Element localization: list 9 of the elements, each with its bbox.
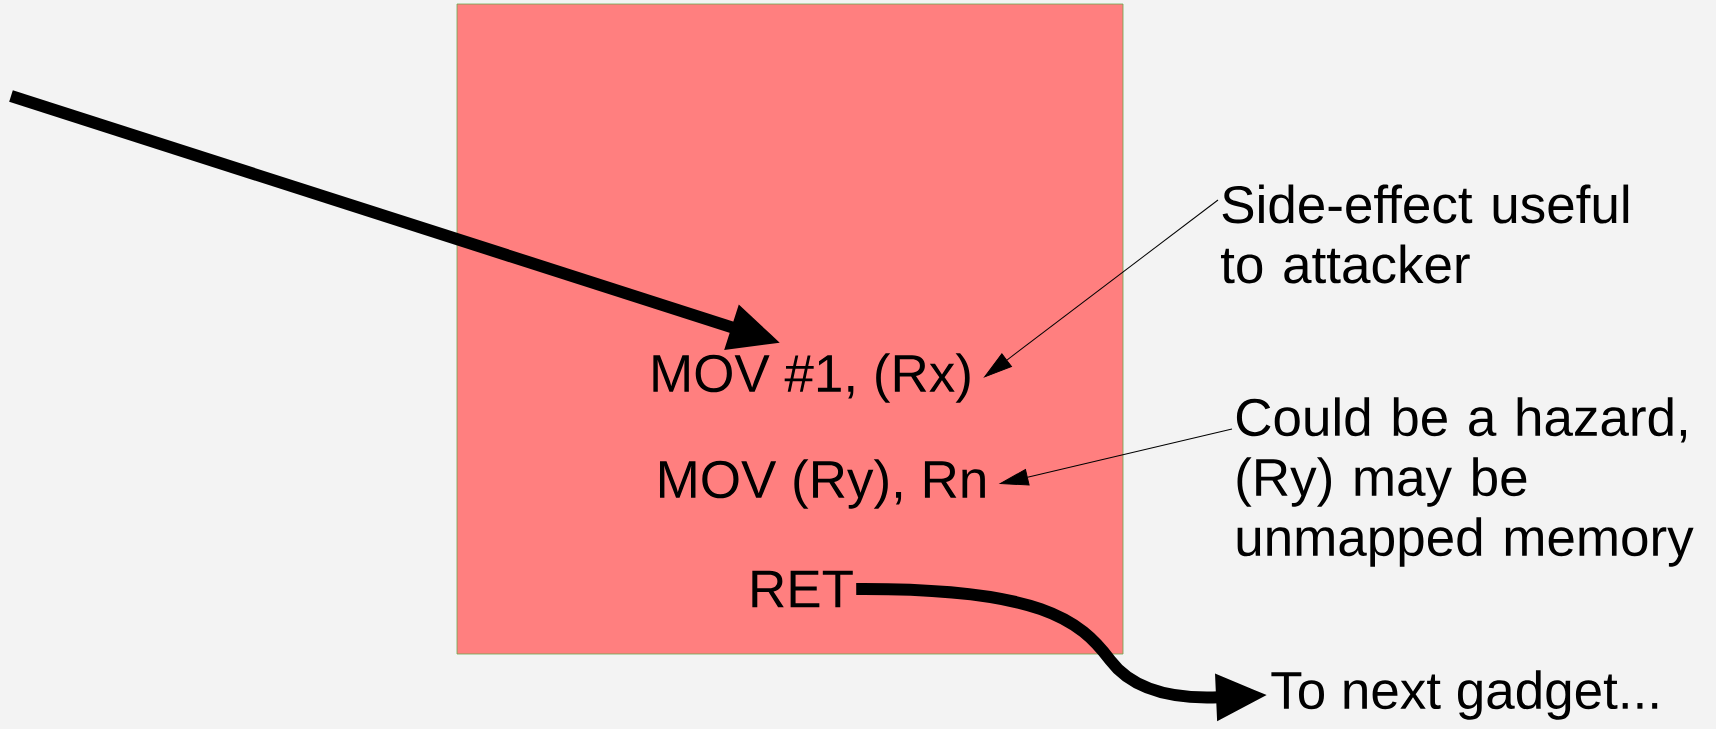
annotation-text: Side-effect useful to attacker xyxy=(1221,184,1629,284)
leader-line xyxy=(984,199,1219,378)
instruction-text: MOV (Ry), Rn xyxy=(660,459,985,509)
gadget-box xyxy=(456,3,1124,655)
instruction-text: MOV #1, (Rx) xyxy=(653,353,970,403)
leader-line xyxy=(999,428,1233,486)
instruction-text: RET xyxy=(752,570,853,608)
annotation-text: To next gadget... xyxy=(1271,670,1658,720)
annotation-text: Could be a hazard, (Ry) may be unmapped memory xyxy=(1236,397,1694,567)
